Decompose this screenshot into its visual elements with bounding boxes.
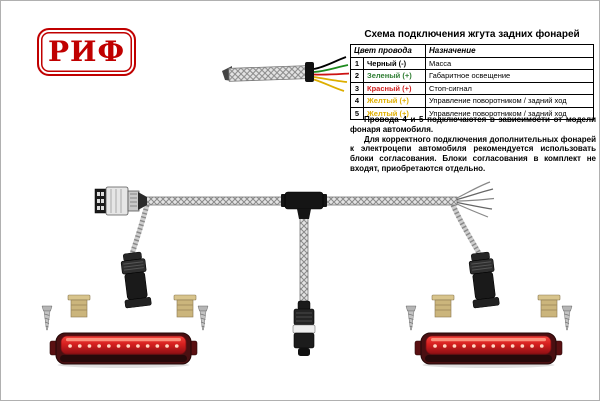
wire-color-label: Черный (-) xyxy=(363,56,426,71)
wire-purpose: Управление поворотником / задний ход xyxy=(425,106,594,120)
frayed-wires-icon xyxy=(456,181,495,218)
harness-plug-icon xyxy=(94,186,147,216)
wire-purpose: Масса xyxy=(425,56,594,71)
installation-notes: Провода 4 и 5 подключаются в зависимости… xyxy=(350,115,596,174)
wire-color-label: Желтый (+) xyxy=(363,94,426,108)
mounting-clip-icon xyxy=(67,294,91,318)
brand-logo: РИФ xyxy=(37,28,136,76)
wire-purpose: Стоп-сигнал xyxy=(425,81,594,96)
table-row: 5 Желтый (+) Управление поворотником / з… xyxy=(350,106,594,120)
wire-number: 4 xyxy=(350,94,364,108)
note-paragraph-2: Для корректного подключения дополнительн… xyxy=(350,134,596,173)
screw-icon xyxy=(405,305,417,331)
lamp-connector-right-icon xyxy=(468,251,500,309)
led-lamp-right-icon xyxy=(414,332,563,368)
page-title: Схема подключения жгута задних фонарей xyxy=(364,29,580,40)
bottom-connector-icon xyxy=(292,300,316,356)
wire-color-label: Желтый (+) xyxy=(363,106,426,120)
table-row: 3 Красный (+) Стоп-сигнал xyxy=(350,81,594,96)
table-row: 2 Зеленый (+) Габаритное освещение xyxy=(350,69,594,83)
mounting-clip-icon xyxy=(431,294,455,318)
wire-color-label: Красный (+) xyxy=(363,81,426,96)
screw-icon xyxy=(197,305,209,331)
wire-color-table: Цвет провода Назначение 1 Черный (-) Мас… xyxy=(350,44,594,120)
wire-number: 1 xyxy=(350,56,364,71)
table-row: 1 Черный (-) Масса xyxy=(350,56,594,71)
table-header-row: Цвет провода Назначение xyxy=(350,44,594,58)
wire-fanout-icon xyxy=(222,56,350,92)
screw-icon xyxy=(41,305,53,331)
cable-splitter-icon xyxy=(281,191,327,219)
drop-cables xyxy=(129,203,483,257)
note-paragraph-1: Провода 4 и 5 подключаются в зависимости… xyxy=(350,115,596,134)
screw-icon xyxy=(561,305,573,331)
wire-purpose: Управление поворотником / задний ход xyxy=(425,94,594,108)
mounting-clip-icon xyxy=(537,294,561,318)
lamp-connector-left-icon xyxy=(120,251,152,309)
wire-color-label: Зеленый (+) xyxy=(363,69,426,83)
wire-purpose: Габаритное освещение xyxy=(425,69,594,83)
column-header-wire-color: Цвет провода xyxy=(350,44,426,58)
brand-logo-text: РИФ xyxy=(47,35,126,68)
led-lamp-left-icon xyxy=(49,332,198,368)
column-header-purpose: Назначение xyxy=(425,44,594,58)
wire-number: 3 xyxy=(350,81,364,96)
wire-number: 2 xyxy=(350,69,364,83)
mounting-clip-icon xyxy=(173,294,197,318)
table-row: 4 Желтый (+) Управление поворотником / з… xyxy=(350,94,594,108)
